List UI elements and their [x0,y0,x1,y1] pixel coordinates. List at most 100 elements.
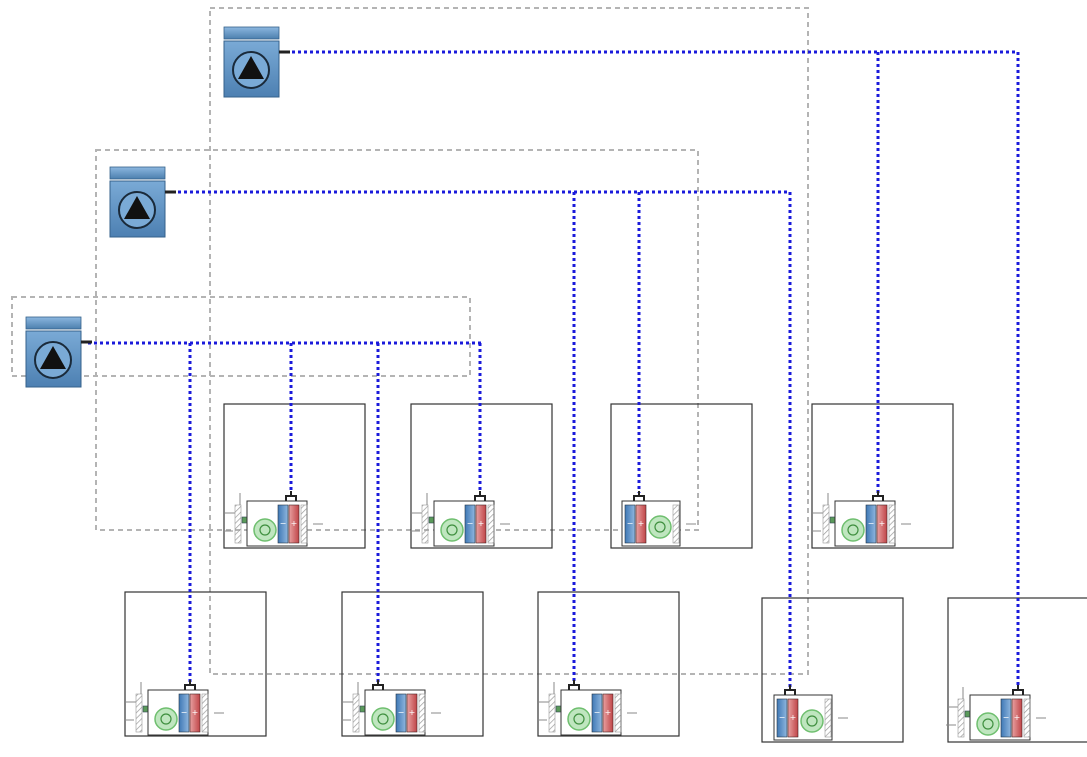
heating-sign: + [605,708,612,717]
cooling-coil [464,504,476,544]
intake-filter [822,504,830,544]
zone-room-ahu-4 [811,403,954,549]
air-handling-unit-ahu-3: −+ [621,491,696,547]
fan-hub [982,718,994,730]
zone-room-ahu-6 [341,591,484,737]
zone-room-ahu-5 [124,591,267,737]
air-handling-unit-ahu-2: −+ [410,491,510,547]
heating-sign: + [1014,713,1021,722]
intake-filter [234,504,242,544]
cooling-coil [865,504,877,544]
discharge-filter [614,693,622,733]
plant-cap [223,26,280,40]
heating-sign: + [192,708,199,717]
fan-hub [259,524,271,536]
plant-cap [109,166,166,180]
cooling-sign: − [627,519,634,528]
discharge-filter [888,504,896,544]
cooling-coil [776,698,788,738]
intake-filter [135,693,143,733]
heating-coil [1011,698,1023,738]
fan-hub [573,713,585,725]
plant-plant-1 [223,26,290,98]
loop-boundary-loop-1 [209,7,809,675]
heating-coil [288,504,300,544]
heating-coil [876,504,888,544]
plant-plant-3 [25,316,92,388]
heating-sign: + [638,519,645,528]
zone-room-ahu-3 [610,403,753,549]
cooling-sign: − [467,519,474,528]
pump-triangle-icon [124,196,150,219]
discharge-filter [487,504,495,544]
heating-coil [602,693,614,733]
cooling-sign: − [280,519,287,528]
intake-filter [421,504,429,544]
pump-triangle-icon [238,56,264,79]
heating-coil [635,504,647,544]
cooling-coil [1000,698,1012,738]
heating-sign: + [478,519,485,528]
fan-hub [446,524,458,536]
discharge-filter [201,693,209,733]
cooling-sign: − [1003,713,1010,722]
intake-filter [352,693,360,733]
cooling-sign: − [398,708,405,717]
supply-fan-icon [841,518,865,542]
discharge-filter [300,504,308,544]
fan-hub [806,715,818,727]
cooling-coil [277,504,289,544]
intake-filter [957,698,965,738]
cooling-sign: − [181,708,188,717]
supply-fan-icon [440,518,464,542]
air-handling-units: −+−+−+−+−+−+−+−+−+ [124,491,1046,741]
zone-room-ahu-7 [537,591,680,737]
discharge-filter [672,504,680,544]
plant-plant-2 [109,166,176,238]
cooling-coil [178,693,190,733]
heating-coil [787,698,799,738]
cooling-sign: − [594,708,601,717]
zone-room-ahu-1 [223,403,366,549]
air-handling-unit-ahu-9: −+ [946,685,1046,741]
zone-room-ahu-8 [761,597,904,743]
cooling-sign: − [779,713,786,722]
heating-sign: + [409,708,416,717]
loop-boundaries [11,7,809,675]
air-handling-unit-ahu-8: −+ [773,685,848,741]
heating-coil [406,693,418,733]
air-handling-unit-ahu-7: −+ [537,680,637,736]
air-handling-unit-ahu-6: −+ [341,680,441,736]
cooling-coil [395,693,407,733]
heating-coil [189,693,201,733]
supply-fan-icon [648,515,672,539]
heating-sign: + [879,519,886,528]
zone-rooms [124,403,1087,743]
fan-hub [847,524,859,536]
discharge-filter [418,693,426,733]
discharge-filter [1023,698,1031,738]
supply-fan-icon [154,707,178,731]
loop-boundary-loop-2 [95,149,699,531]
fan-hub [654,521,666,533]
air-handling-unit-ahu-5: −+ [124,680,224,736]
intake-filter [548,693,556,733]
fan-hub [160,713,172,725]
discharge-filter [824,698,832,738]
plant-equipment [25,26,290,388]
supply-fan-icon [567,707,591,731]
loop-boundary-loop-3 [11,296,471,377]
supply-fan-icon [800,709,824,733]
heating-coil [475,504,487,544]
cooling-coil [591,693,603,733]
supply-fan-icon [976,712,1000,736]
cooling-sign: − [868,519,875,528]
cooling-coil [624,504,636,544]
heating-sign: + [790,713,797,722]
water-pipes [88,50,1020,687]
pump-triangle-icon [40,346,66,369]
air-handling-unit-ahu-4: −+ [811,491,911,547]
heating-sign: + [291,519,298,528]
supply-fan-icon [371,707,395,731]
